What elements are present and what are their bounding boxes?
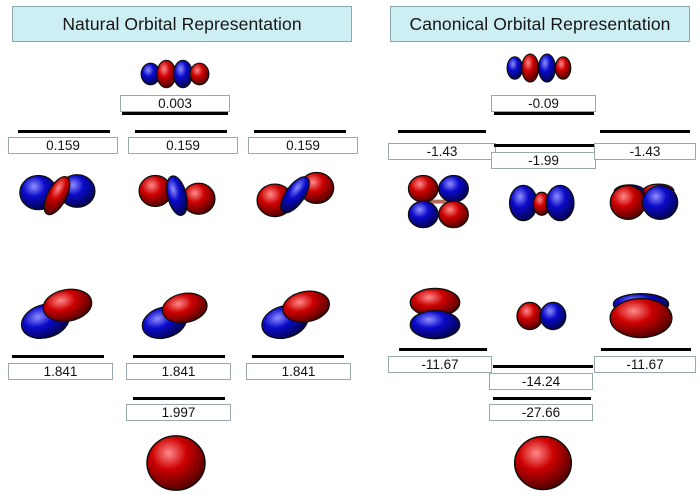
energy-value-box[interactable]: -14.24 xyxy=(489,373,593,390)
orbital-pi-bond-tilted-icon xyxy=(18,288,98,340)
orbital-pi-bond-tilted-icon xyxy=(258,290,336,340)
energy-level-line xyxy=(398,130,486,133)
energy-value-box[interactable]: 0.159 xyxy=(248,137,358,154)
orbital-sigma-star-4lobe-narrow-icon xyxy=(505,52,575,84)
energy-level-line xyxy=(122,112,228,115)
orbital-triple-blue-icon xyxy=(508,182,575,224)
energy-value-box[interactable]: -1.43 xyxy=(388,143,496,160)
energy-level-line xyxy=(493,397,591,400)
energy-level-line xyxy=(252,355,344,358)
energy-level-line xyxy=(494,144,594,147)
energy-value-box[interactable]: 0.159 xyxy=(8,137,118,154)
energy-value-box[interactable]: 0.159 xyxy=(128,137,238,154)
energy-level-line xyxy=(254,130,346,133)
energy-level-line xyxy=(494,112,594,115)
orbital-big-red-cap-blue-icon xyxy=(605,288,677,340)
energy-value-box[interactable]: 1.841 xyxy=(8,363,113,380)
energy-value-box[interactable]: 0.003 xyxy=(120,95,230,112)
orbital-small-red-blue-icon xyxy=(513,300,569,332)
energy-level-line xyxy=(133,355,225,358)
orbital-sphere-red-icon xyxy=(144,434,208,492)
panel-title-natural: Natural Orbital Representation xyxy=(12,6,352,42)
energy-value-box[interactable]: -1.43 xyxy=(594,143,696,160)
energy-level-line xyxy=(133,397,225,400)
orbital-sigma-star-4lobe-icon xyxy=(139,58,211,90)
energy-value-box[interactable]: -11.67 xyxy=(594,356,696,373)
energy-level-line xyxy=(18,130,110,133)
energy-value-box[interactable]: -0.09 xyxy=(491,95,596,112)
energy-value-box[interactable]: -11.67 xyxy=(388,356,492,373)
energy-value-box[interactable]: 1.997 xyxy=(126,404,231,421)
energy-value-box[interactable]: 1.841 xyxy=(126,363,231,380)
energy-value-box[interactable]: -27.66 xyxy=(489,404,593,421)
orbital-pi-star-tilted-red-icon xyxy=(138,174,216,222)
energy-level-line xyxy=(493,365,593,368)
panel-title-canonical: Canonical Orbital Representation xyxy=(390,6,690,42)
orbital-two-lobe-red-blue-icon xyxy=(608,178,680,224)
orbital-stacked-red-blue-icon xyxy=(406,286,464,342)
energy-level-line xyxy=(12,355,104,358)
orbital-sphere-red-icon xyxy=(512,434,574,492)
orbital-quad-lobe-icon xyxy=(404,174,472,230)
energy-level-line xyxy=(135,130,227,133)
orbital-pi-star-tilted-dark-icon xyxy=(256,171,335,222)
energy-value-box[interactable]: -1.99 xyxy=(491,152,596,169)
orbital-pi-star-tilted-blue-icon xyxy=(18,174,96,222)
energy-level-line xyxy=(600,130,690,133)
energy-level-line xyxy=(601,348,691,351)
energy-value-box[interactable]: 1.841 xyxy=(246,363,351,380)
energy-level-line xyxy=(399,348,487,351)
orbital-pi-bond-tilted-icon xyxy=(138,292,214,340)
